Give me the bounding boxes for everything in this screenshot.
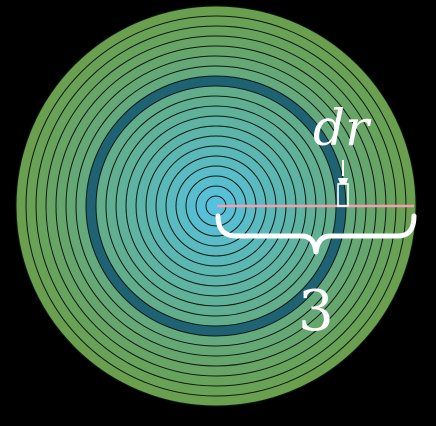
radius-value-label: 3: [298, 279, 334, 344]
dr-label: dr: [313, 99, 372, 157]
ring-group: [15, 5, 417, 407]
radius-brace: [215, 213, 417, 255]
dr-tick-marker: [337, 160, 349, 207]
dr-arrow-head: [338, 178, 348, 184]
dr-width-box: [337, 183, 349, 207]
